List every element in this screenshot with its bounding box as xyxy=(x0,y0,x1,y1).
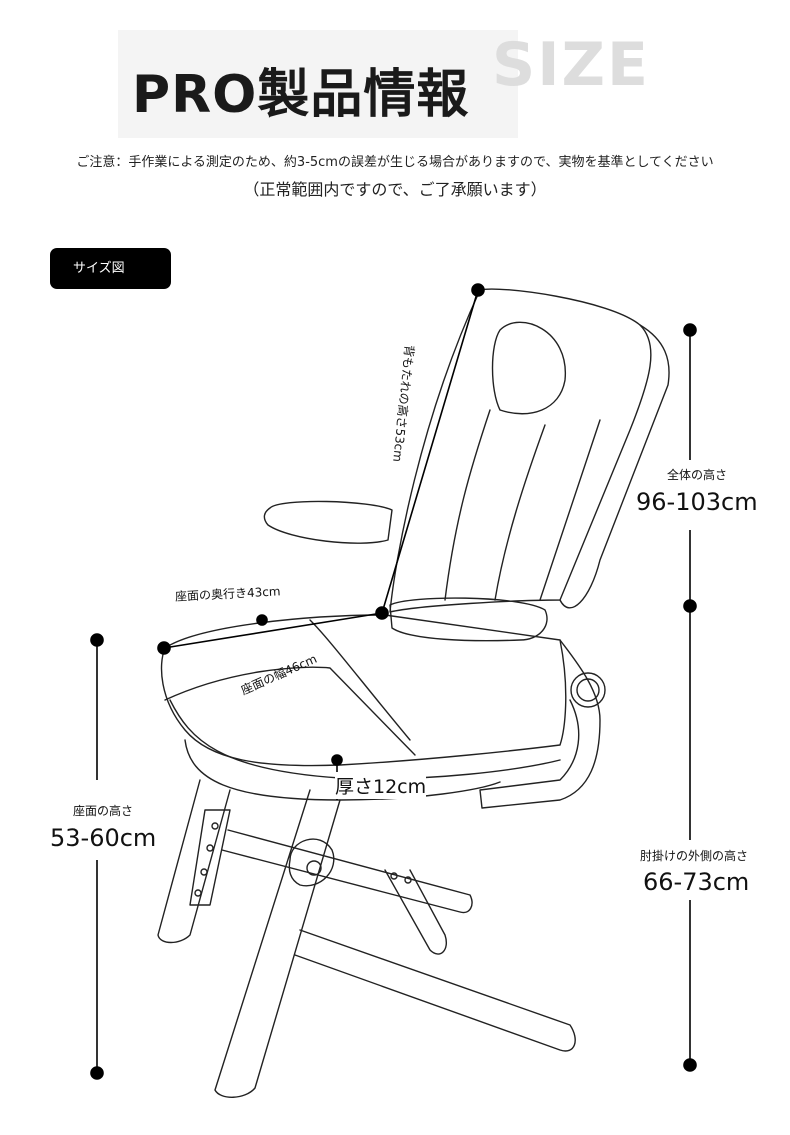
measure-dot xyxy=(90,633,104,647)
page-title: PRO製品情報 xyxy=(132,65,470,125)
right-arm-support xyxy=(479,639,601,809)
size-chart-badge: サイズ図 xyxy=(50,248,171,289)
measure-dot xyxy=(683,1058,697,1072)
left-armrest xyxy=(263,500,393,544)
measure-dot xyxy=(157,641,171,655)
measure-dot xyxy=(331,754,343,766)
armrest-height-value: 66-73cm xyxy=(643,868,750,896)
right-armrest xyxy=(389,597,548,642)
rear-leg xyxy=(221,829,473,914)
seat-depth-line xyxy=(163,612,383,649)
front-left-leg xyxy=(157,779,231,944)
seat-panel-top xyxy=(309,619,411,741)
measure-dot xyxy=(375,606,389,620)
seat-front-edge xyxy=(169,699,561,780)
rear-right-leg xyxy=(384,869,447,955)
armrest-height-label: 肘掛けの外側の高さ xyxy=(640,847,749,864)
size-watermark: SIZE xyxy=(492,30,651,100)
backrest-seam-right xyxy=(494,424,546,601)
overall-height-value: 96-103cm xyxy=(636,488,758,516)
seat-cushion xyxy=(160,614,567,767)
cross-bar xyxy=(294,929,576,1052)
backrest-seam-left xyxy=(444,409,491,601)
backrest-side xyxy=(559,324,670,609)
measure-dot xyxy=(471,283,485,297)
overall-height-label: 全体の高さ xyxy=(667,466,728,483)
measure-dot xyxy=(683,323,697,337)
title-background xyxy=(118,30,518,138)
recline-knob xyxy=(570,672,606,708)
measure-dot xyxy=(256,614,268,626)
measure-dot xyxy=(683,599,697,613)
headrest-curve xyxy=(491,321,566,415)
measurement-notice-sub: （正常範囲内ですので、ご了承願います） xyxy=(243,180,547,199)
leg-plate-left xyxy=(189,809,231,906)
seat-height-value: 53-60cm xyxy=(50,824,157,852)
front-right-leg xyxy=(214,789,341,1098)
backrest-seam-edge xyxy=(539,419,601,601)
seat-height-label: 座面の高さ xyxy=(73,802,134,819)
seat-panel xyxy=(164,666,416,756)
backrest-height-line xyxy=(381,289,479,614)
hinge-joint xyxy=(288,838,335,887)
thickness-label: 厚さ12cm xyxy=(335,772,427,799)
measure-dot xyxy=(90,1066,104,1080)
backrest-outline xyxy=(389,288,652,613)
measurement-notice: ご注意：手作業による測定のため、約3-5cmの誤差が生じる場合がありますので、実… xyxy=(76,155,714,170)
